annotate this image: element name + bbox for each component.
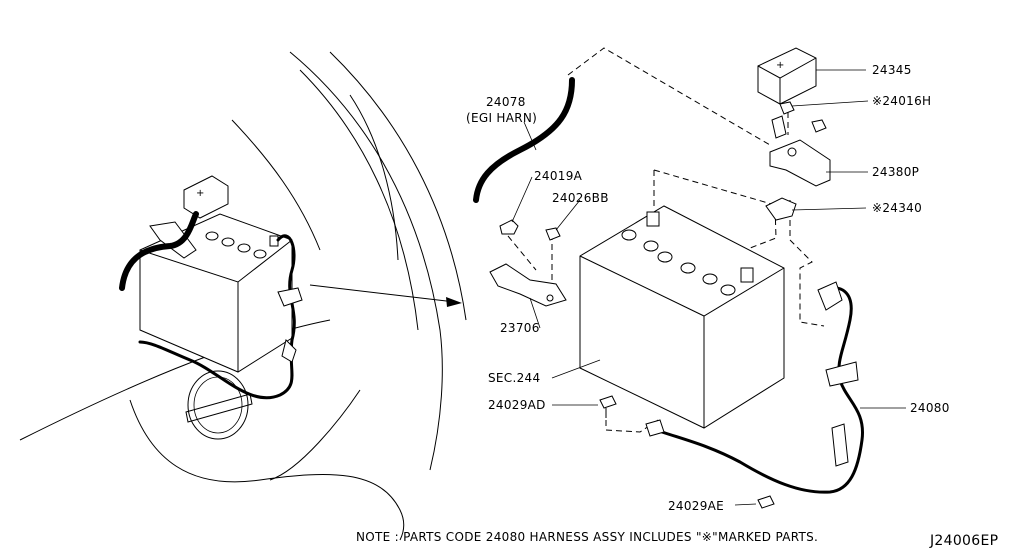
label-24026bb: 24026BB — [552, 191, 609, 205]
label-24340: ※24340 — [872, 201, 922, 215]
pointer-arrow — [309, 284, 462, 307]
battery — [579, 205, 785, 429]
nut-24026bb — [545, 227, 561, 241]
battery-caps — [621, 229, 736, 296]
label-24016h: ※24016H — [872, 94, 931, 108]
label-24380p: 24380P — [872, 165, 919, 179]
label-sec244: SEC.244 — [488, 371, 540, 385]
bolt-24029ad — [599, 395, 617, 418]
fusible-link-24380p — [769, 115, 831, 187]
battery-context: + — [119, 175, 303, 400]
bolt-24019a — [499, 219, 519, 235]
negative-terminal — [740, 267, 754, 283]
bolt-24029ae — [757, 495, 775, 509]
positive-terminal — [646, 211, 660, 227]
egi-harness — [473, 77, 575, 203]
plus-mark: + — [196, 188, 205, 199]
terminal-cover-24345: + — [757, 47, 817, 105]
label-24029ad: 24029AD — [488, 398, 546, 412]
emblem-icon — [185, 370, 253, 440]
label-23706: 23706 — [500, 321, 540, 335]
label-24345: 24345 — [872, 63, 912, 77]
label-24078-sub: (EGI HARN) — [466, 111, 537, 125]
cover-plus-mark: + — [776, 60, 785, 71]
diagram-code: J24006EP — [929, 533, 998, 549]
label-24080: 24080 — [910, 401, 950, 415]
footer-note: NOTE : PARTS CODE 24080 HARNESS ASSY INC… — [356, 530, 818, 544]
nut-24016h — [779, 101, 827, 133]
vehicle-context-view: + — [19, 51, 467, 541]
label-24029ae: 24029AE — [668, 499, 724, 513]
label-24019a: 24019A — [534, 169, 583, 183]
leader-lines — [511, 69, 906, 506]
battery-hold-bracket — [489, 263, 567, 307]
part-labels: 24078 (EGI HARN) 24019A 24026BB 23706 SE… — [466, 63, 950, 513]
terminal-clamp-24340 — [765, 197, 797, 221]
label-24078: 24078 — [486, 95, 526, 109]
battery-harness-24080 — [645, 281, 864, 494]
